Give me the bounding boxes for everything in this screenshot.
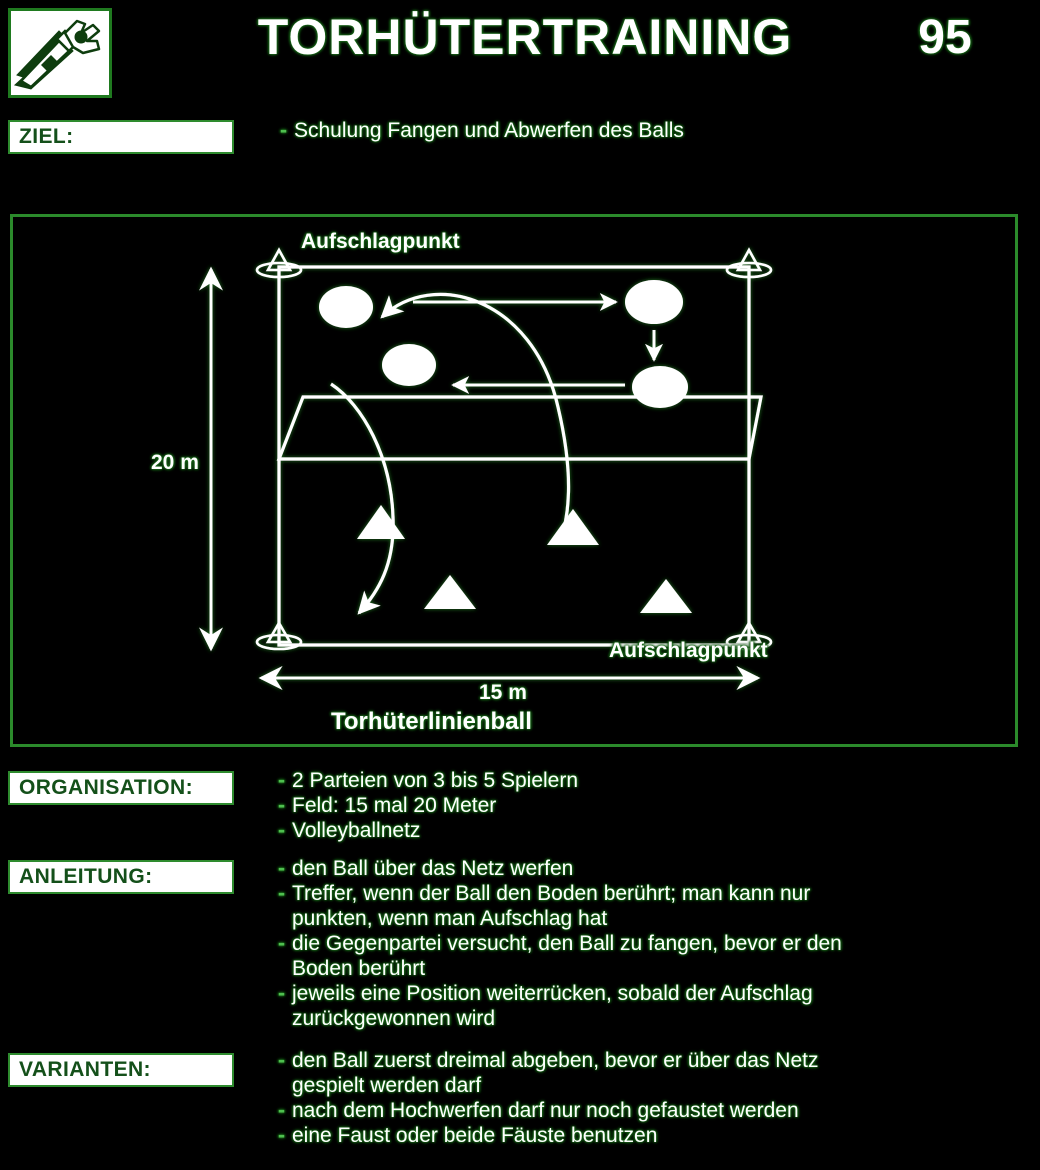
bullet-dash: - [278,982,285,1005]
list-item-text: Treffer, wenn der Ball den Boden berührt… [292,882,811,930]
corner-cone-marker-bottom-left [255,620,303,651]
bullet-dash: - [278,1124,285,1147]
list-item: - nach dem Hochwerfen darf nur noch gefa… [278,1098,1018,1123]
goalkeeper-diving-catch-icon [8,8,112,98]
bullet-dash: - [278,1099,285,1122]
field-cone-triangle [640,579,692,613]
field-cone-triangle [424,575,476,609]
diagram-caption: Torhüterlinienball [331,708,532,735]
page-number: 95 [918,11,972,64]
list-item: - jeweils eine Position weiterrücken, so… [278,981,1018,1031]
bullet-dash: - [280,119,287,142]
diagram-label-aufschlagpunkt-bottom: Aufschlagpunkt [609,639,768,662]
section-label-organisation: ORGANISATION: [8,771,234,805]
goalkeeper-icon-svg [13,19,101,90]
section-label-anleitung: ANLEITUNG: [8,860,234,894]
list-item-text: Schulung Fangen und Abwerfen des Balls [294,119,684,142]
bullet-dash: - [278,857,285,880]
player-marker [625,280,683,324]
list-item-text: eine Faust oder beide Fäuste benutzen [292,1124,658,1147]
ball-trajectory-arrow-downward [330,382,395,615]
section-body-organisation: - 2 Parteien von 3 bis 5 Spielern - Feld… [278,768,998,843]
bullet-dash: - [278,819,285,842]
bullet-dash: - [278,932,285,955]
list-item-text: Volleyballnetz [292,819,421,842]
diagram-panel: Aufschlagpunkt Aufschlagpunkt 20 m 15 m … [10,214,1018,747]
list-item-text: die Gegenpartei versucht, den Ball zu fa… [292,932,842,980]
page-header: TORHÜTERTRAINING 95 [0,0,1040,115]
section-body-ziel: - Schulung Fangen und Abwerfen des Balls [280,118,980,143]
corner-cone-marker-bottom-right [725,620,773,651]
player-marker [382,344,436,386]
field-cone-triangle [357,505,405,539]
field-cone-triangle [547,509,599,545]
section-body-varianten: - den Ball zuerst dreimal abgeben, bevor… [278,1048,1018,1148]
section-body-anleitung: - den Ball über das Netz werfen - Treffe… [278,856,1018,1031]
page-title: TORHÜTERTRAINING [257,9,793,65]
list-item-text: Feld: 15 mal 20 Meter [292,794,497,817]
list-item: - die Gegenpartei versucht, den Ball zu … [278,931,1018,981]
list-item-text: den Ball über das Netz werfen [292,857,574,880]
corner-cone-marker-top-left [255,247,303,279]
list-item-text: jeweils eine Position weiterrücken, soba… [292,982,813,1030]
bullet-dash: - [278,769,285,792]
field-diagram-svg [199,247,773,690]
list-item: - eine Faust oder beide Fäuste benutzen [278,1123,1018,1148]
list-item-text: den Ball zuerst dreimal abgeben, bevor e… [292,1049,819,1097]
diagram-dimension-height-label: 20 m [151,451,199,474]
list-item: - 2 Parteien von 3 bis 5 Spielern [278,768,998,793]
list-item-text: 2 Parteien von 3 bis 5 Spielern [292,769,579,792]
bullet-dash: - [278,794,285,817]
player-marker [319,286,373,328]
corner-cone-marker-top-right [725,247,773,279]
list-item-text: nach dem Hochwerfen darf nur noch gefaus… [292,1099,799,1122]
list-item: - Treffer, wenn der Ball den Boden berüh… [278,881,1018,931]
list-item: - Schulung Fangen und Abwerfen des Balls [280,118,980,143]
list-item: - Volleyballnetz [278,818,998,843]
list-item: - den Ball zuerst dreimal abgeben, bevor… [278,1048,1018,1098]
bullet-dash: - [278,882,285,905]
section-label-ziel: ZIEL: [8,120,234,154]
diagram-dimension-width-label: 15 m [479,681,527,704]
ball-trajectory-arrow-over-net [380,292,571,541]
volleyball-net [276,395,763,461]
section-label-varianten: VARIANTEN: [8,1053,234,1087]
list-item: - Feld: 15 mal 20 Meter [278,793,998,818]
list-item: - den Ball über das Netz werfen [278,856,1018,881]
player-marker [632,366,688,408]
diagram-label-aufschlagpunkt-top: Aufschlagpunkt [301,230,460,253]
bullet-dash: - [278,1049,285,1072]
